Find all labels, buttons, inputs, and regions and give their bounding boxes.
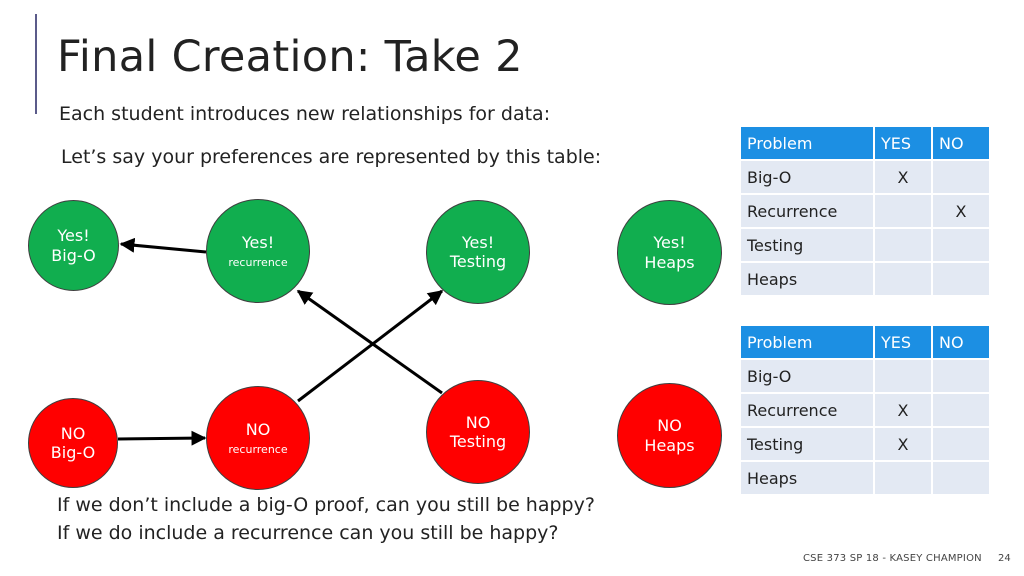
table-row: Big-O [741,360,989,392]
cell-yes [875,263,931,295]
slide-title: Final Creation: Take 2 [57,32,523,82]
cell-no [933,263,989,295]
cell-problem: Big-O [741,161,873,193]
node-no-recurrence: NO recurrence [206,386,310,490]
node-no-testing: NO Testing [426,380,530,484]
header-no: NO [933,127,989,159]
node-yes-heaps: Yes! Heaps [617,200,722,305]
cell-no [933,462,989,494]
cell-yes [875,229,931,261]
node-label: NO [60,423,86,443]
cell-problem: Big-O [741,360,873,392]
cell-no [933,394,989,426]
cell-problem: Recurrence [741,195,873,227]
node-label: NO [465,412,491,432]
table-header-row: Problem YES NO [741,127,989,159]
header-problem: Problem [741,127,873,159]
cell-problem: Heaps [741,263,873,295]
preferences-text: Let’s say your preferences are represent… [61,146,602,168]
node-sublabel: recurrence [228,256,288,269]
node-sublabel: Testing [449,252,507,271]
footer-course: CSE 373 SP 18 - KASEY CHAMPION [803,553,982,564]
node-sublabel: Heaps [644,252,695,272]
node-yes-bigo: Yes! Big-O [28,200,119,291]
cell-yes: X [875,161,931,193]
node-sublabel: Testing [449,432,507,451]
cell-no: X [933,195,989,227]
preferences-table-2: Problem YES NO Big-O Recurrence X Testin… [739,324,991,496]
node-label: NO [245,419,271,439]
page-number: 24 [998,553,1011,564]
header-problem: Problem [741,326,873,358]
table-row: Testing X [741,428,989,460]
node-yes-testing: Yes! Testing [426,200,530,304]
cell-yes [875,195,931,227]
cell-yes: X [875,394,931,426]
node-label: NO [657,416,682,436]
node-sublabel: recurrence [228,443,288,456]
preferences-table-1: Problem YES NO Big-O X Recurrence X Test… [739,125,991,297]
edge-no-bigo-to-no-recurrence [117,430,207,446]
node-no-heaps: NO Heaps [617,383,722,488]
node-label: Yes! [653,233,686,253]
cell-yes: X [875,428,931,460]
cell-no [933,360,989,392]
node-sublabel: Big-O [51,245,96,265]
edge-no-testing-to-yes-recurrence [296,289,443,395]
cell-no [933,428,989,460]
table-row: Testing [741,229,989,261]
header-yes: YES [875,127,931,159]
question-big-o: If we don’t include a big-O proof, can y… [57,494,595,516]
header-no: NO [933,326,989,358]
cell-no [933,229,989,261]
table-row: Heaps [741,263,989,295]
node-label: Yes! [461,232,495,252]
cell-problem: Heaps [741,462,873,494]
node-label: Yes! [241,232,275,252]
node-sublabel: Big-O [50,443,96,462]
node-label: Yes! [57,226,90,246]
table-row: Recurrence X [741,195,989,227]
table-row: Recurrence X [741,394,989,426]
table-header-row: Problem YES NO [741,326,989,358]
table-row: Heaps [741,462,989,494]
cell-yes [875,462,931,494]
table-row: Big-O X [741,161,989,193]
cell-problem: Testing [741,428,873,460]
node-yes-recurrence: Yes! recurrence [206,199,310,303]
cell-problem: Recurrence [741,394,873,426]
cell-no [933,161,989,193]
header-yes: YES [875,326,931,358]
accent-bar [35,14,37,114]
node-sublabel: Heaps [644,435,695,455]
intro-text: Each student introduces new relationship… [59,103,551,125]
cell-problem: Testing [741,229,873,261]
cell-yes [875,360,931,392]
edge-yes-recurrence-to-yes-bigo [119,237,207,254]
node-no-bigo: NO Big-O [28,398,118,488]
question-recurrence: If we do include a recurrence can you st… [57,522,559,544]
edge-no-recurrence-to-yes-testing [297,289,444,403]
